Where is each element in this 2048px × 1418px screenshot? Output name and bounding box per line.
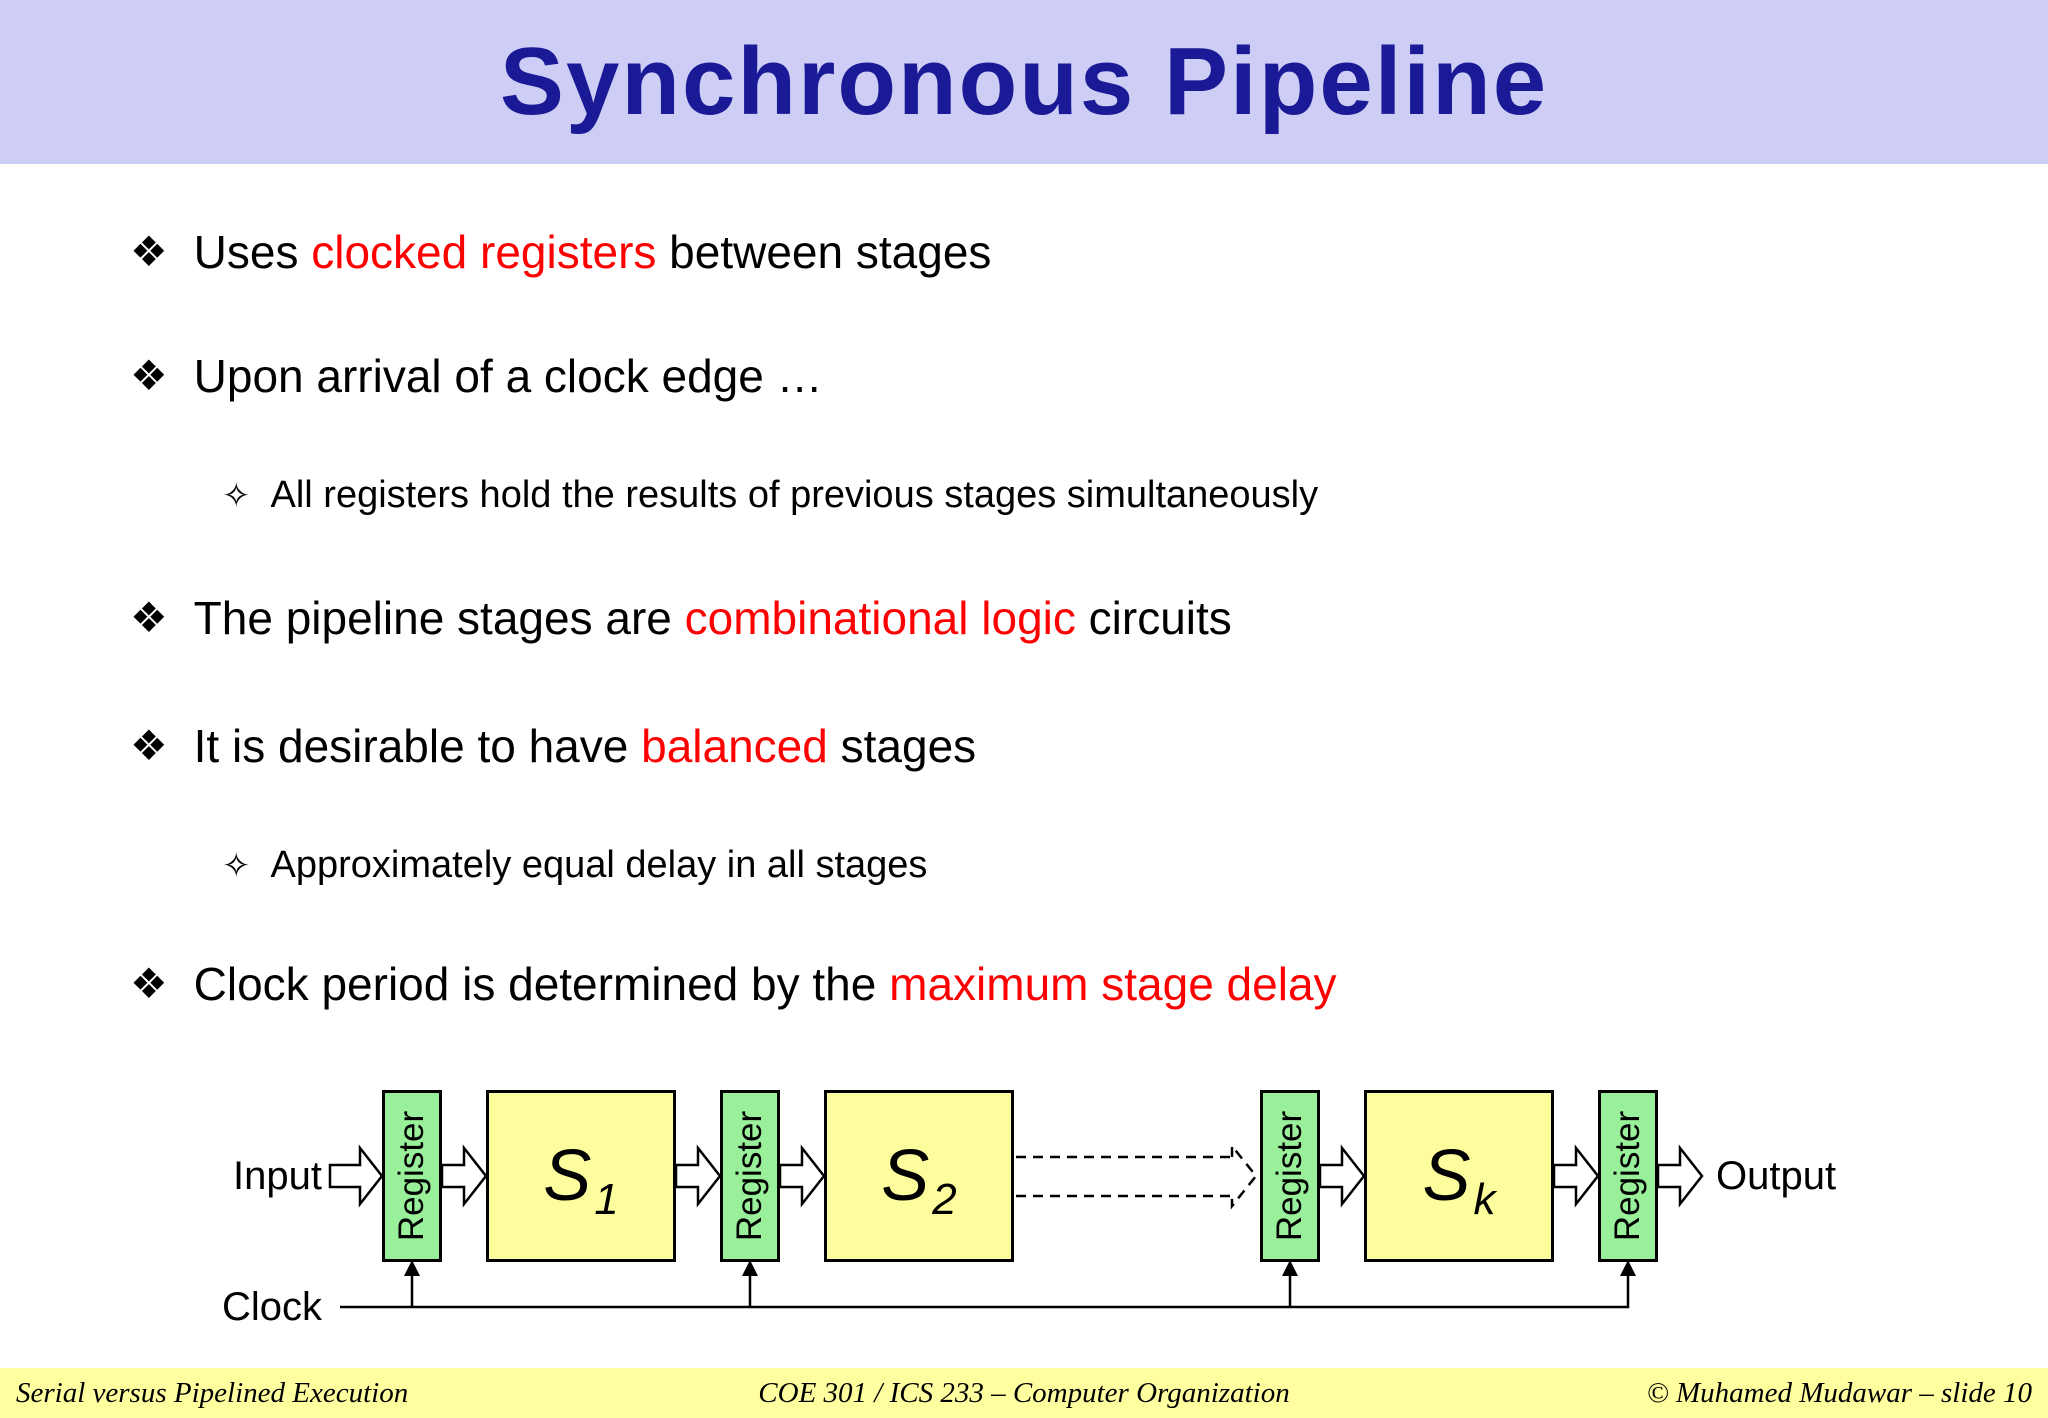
bullet-combinational-logic: ❖ The pipeline stages are combinational l… xyxy=(130,591,1232,645)
bullet-balanced-stages: ❖ It is desirable to have balanced stages xyxy=(130,719,976,773)
bullet-diamond-icon: ❖ xyxy=(130,352,168,399)
footer-left: Serial versus Pipelined Execution xyxy=(16,1376,409,1409)
register-label: Register xyxy=(730,1110,770,1242)
register-box-2: Register xyxy=(720,1090,780,1262)
bullet-star-icon: ✧ xyxy=(222,847,251,885)
bullet-text: All registers hold the results of previo… xyxy=(270,474,1319,516)
bullet-star-icon: ✧ xyxy=(222,477,251,515)
bullet-diamond-icon: ❖ xyxy=(130,594,168,641)
clock-arrowheads xyxy=(404,1260,1636,1276)
bullet-diamond-icon: ❖ xyxy=(130,228,168,275)
register-box-4: Register xyxy=(1598,1090,1658,1262)
bullet-clocked-registers: ❖ Uses clocked registers between stages xyxy=(130,225,991,279)
bullet-clock-period: ❖ Clock period is determined by the maxim… xyxy=(130,957,1337,1011)
pipeline-connectors xyxy=(328,1142,1704,1309)
bullet-text: Clock period is determined by the maximu… xyxy=(193,958,1337,1010)
footer-right: © Muhamed Mudawar – slide 10 xyxy=(1646,1376,2032,1409)
register-label: Register xyxy=(392,1110,432,1242)
footer-center: COE 301 / ICS 233 – Computer Organizatio… xyxy=(758,1376,1290,1409)
output-label: Output xyxy=(1716,1154,1837,1198)
bullet-diamond-icon: ❖ xyxy=(130,960,168,1007)
bullet-text: Upon arrival of a clock edge … xyxy=(193,350,823,402)
register-box-1: Register xyxy=(382,1090,442,1262)
title-bar: Synchronous Pipeline xyxy=(0,0,2048,164)
bullet-text: It is desirable to have balanced stages xyxy=(193,720,977,772)
bullet-text: Approximately equal delay in all stages xyxy=(270,844,928,886)
subbullet-registers-hold: ✧ All registers hold the results of previ… xyxy=(222,474,1318,517)
footer-bar: Serial versus Pipelined Execution COE 30… xyxy=(0,1368,2048,1418)
input-label: Input xyxy=(233,1154,322,1198)
page-title: Synchronous Pipeline xyxy=(499,28,1549,135)
subbullet-equal-delay: ✧ Approximately equal delay in all stages xyxy=(222,844,927,887)
block-arrows xyxy=(328,1144,1704,1208)
register-box-3: Register xyxy=(1260,1090,1320,1262)
register-label: Register xyxy=(1270,1110,1310,1242)
clock-rail xyxy=(340,1274,1630,1309)
register-label: Register xyxy=(1608,1110,1648,1242)
bullet-clock-edge: ❖ Upon arrival of a clock edge … xyxy=(130,349,823,403)
bullet-diamond-icon: ❖ xyxy=(130,722,168,769)
bullet-text: Uses clocked registers between stages xyxy=(193,226,992,278)
dashed-continuation-arrows xyxy=(1016,1142,1258,1210)
clock-label: Clock xyxy=(222,1285,323,1329)
bullet-text: The pipeline stages are combinational lo… xyxy=(193,592,1232,644)
